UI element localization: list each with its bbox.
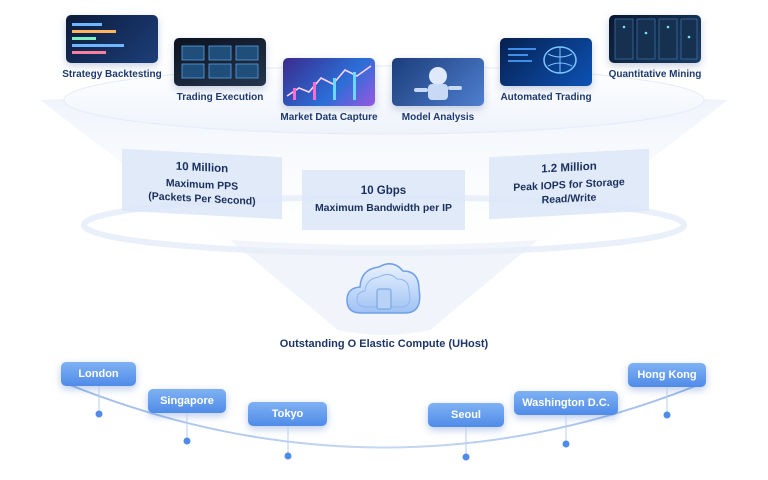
metric-value: 1.2 Million <box>541 160 597 176</box>
usecase-strategy-backtesting: Strategy Backtesting <box>57 15 167 80</box>
usecase-label: Trading Execution <box>176 92 264 103</box>
usecase-label: Market Data Capture <box>280 112 378 123</box>
metric-max-pps: 10 Million Maximum PPS (Packets Per Seco… <box>122 148 282 220</box>
compute-title: Outstanding O Elastic Compute (UHost) <box>279 338 489 350</box>
metric-max-bandwidth: 10 Gbps Maximum Bandwidth per IP <box>302 170 465 230</box>
city-hong-kong: Hong Kong <box>628 363 706 387</box>
usecase-label: Quantitative Mining <box>608 69 702 80</box>
usecase-trading-execution: Trading Execution <box>165 38 275 103</box>
metric-label-line: Read/Write <box>541 191 597 207</box>
cloud-icon <box>343 255 425 330</box>
server-room-image <box>609 15 701 63</box>
metric-label-line: (Packets Per Second) <box>148 190 256 208</box>
usecase-quantitative-mining: Quantitative Mining <box>600 15 710 80</box>
city-washington-dc: Washington D.C. <box>514 391 618 415</box>
ai-brain-image <box>500 38 592 86</box>
usecase-label: Strategy Backtesting <box>62 69 162 80</box>
robot-hand-image <box>392 58 484 106</box>
metric-label-line: Maximum Bandwidth per IP <box>314 202 453 215</box>
code-screen-image <box>66 15 158 63</box>
market-chart-image <box>283 58 375 106</box>
usecase-model-analysis: Model Analysis <box>383 58 493 123</box>
trading-desk-image <box>174 38 266 86</box>
metric-value: 10 Gbps <box>360 185 407 198</box>
city-singapore: Singapore <box>148 389 226 413</box>
city-london: London <box>61 362 136 386</box>
usecase-label: Automated Trading <box>500 92 592 103</box>
city-tokyo: Tokyo <box>248 402 327 426</box>
city-seoul: Seoul <box>428 403 504 427</box>
usecase-market-data-capture: Market Data Capture <box>274 58 384 123</box>
metric-value: 10 Million <box>175 161 229 176</box>
usecase-label: Model Analysis <box>401 112 475 123</box>
metric-peak-iops: 1.2 Million Peak IOPS for Storage Read/W… <box>489 148 649 220</box>
usecase-automated-trading: Automated Trading <box>491 38 601 103</box>
